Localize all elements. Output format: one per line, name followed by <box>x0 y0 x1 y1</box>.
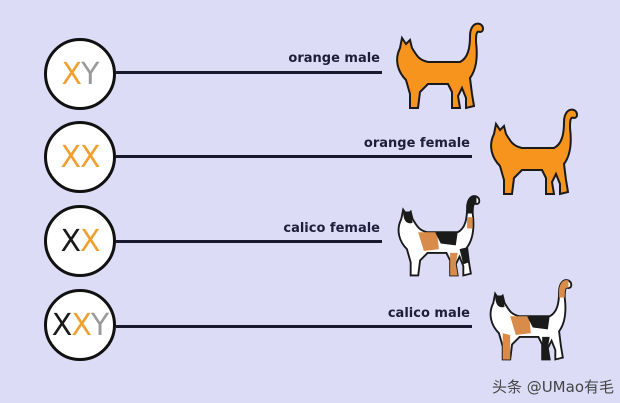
orange-cat-icon <box>490 108 578 196</box>
connector-line <box>116 240 382 243</box>
connector-line <box>116 325 472 328</box>
chromosome-y: Y <box>90 307 109 343</box>
connector-line <box>116 155 472 158</box>
connector-line <box>116 71 382 74</box>
chromosome-x: X <box>61 56 83 92</box>
calico-cat-icon <box>489 279 573 361</box>
chromosome-y: Y <box>81 56 99 92</box>
calico-cat-icon <box>397 195 481 277</box>
phenotype-label: orange female <box>363 136 470 151</box>
phenotype-label: calico male <box>387 306 470 321</box>
chromosome-x: X <box>60 139 81 175</box>
chromosome-x: X <box>60 223 81 259</box>
phenotype-label: orange male <box>288 51 380 66</box>
watermark: 头条 @UMao有毛 <box>491 378 614 396</box>
orange-cat-icon <box>396 22 484 110</box>
phenotype-label: calico female <box>283 221 380 236</box>
chromosome-x: X <box>80 223 101 259</box>
chromosome-x: X <box>71 307 92 343</box>
chromosome-x: X <box>51 307 73 343</box>
chromosome-x: X <box>80 139 101 175</box>
